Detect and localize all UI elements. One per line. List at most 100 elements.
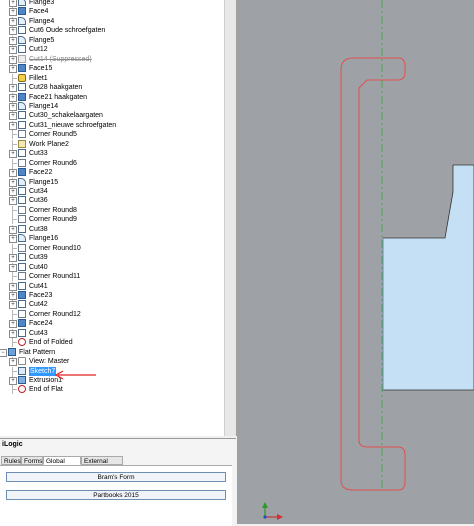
tree-line	[12, 243, 13, 253]
browser-node-label: Cut14 (Suppressed)	[29, 55, 92, 63]
expand-toggle-icon[interactable]: +	[9, 358, 17, 367]
model-browser-tree[interactable]: +Flange3+Face4+Flange4+Cut6 Oude schroef…	[0, 0, 237, 436]
flat-pattern-label: Flat Pattern	[19, 348, 56, 356]
cut-feature-icon	[18, 196, 26, 205]
expand-toggle-icon[interactable]: +	[9, 282, 17, 291]
tree-line	[13, 247, 17, 249]
tree-line	[12, 215, 13, 225]
tree-line	[13, 209, 17, 211]
expand-toggle-icon[interactable]: +	[9, 112, 17, 121]
expand-toggle-icon[interactable]: +	[9, 235, 17, 244]
expand-toggle-icon[interactable]: +	[9, 225, 17, 234]
browser-node-label: End of Flat	[29, 386, 63, 394]
expand-toggle-icon[interactable]: +	[9, 263, 17, 272]
flange-feature-icon	[18, 16, 26, 25]
expand-toggle-icon[interactable]: +	[9, 0, 17, 7]
corner-feature-icon	[18, 243, 26, 252]
browser-node-label: Corner Round6	[29, 159, 77, 167]
tree-line	[12, 130, 13, 140]
browser-node-label: Face21 haakgaten	[29, 93, 87, 101]
expand-toggle-icon[interactable]: +	[9, 377, 17, 385]
expand-toggle-icon[interactable]: +	[9, 65, 17, 74]
cut-feature-icon	[18, 149, 26, 158]
tree-line	[13, 342, 17, 344]
tab-global-forms[interactable]: Global Forms	[43, 456, 81, 474]
ilogic-title: iLogic	[2, 441, 23, 448]
tree-line	[13, 313, 17, 315]
browser-node-label: Cut30_schakelaargaten	[29, 112, 103, 120]
browser-node-label: Corner Round8	[29, 206, 77, 214]
sketch-profile	[340, 57, 406, 491]
expand-toggle-icon[interactable]: +	[9, 102, 17, 111]
cut-feature-icon	[18, 224, 26, 233]
browser-node-label: Cut33	[29, 150, 48, 158]
cut-feature-icon	[18, 187, 26, 195]
tree-line	[13, 370, 17, 372]
expand-toggle-icon[interactable]: +	[9, 329, 17, 338]
expand-toggle-icon[interactable]: +	[9, 84, 17, 93]
expand-toggle-icon[interactable]: +	[9, 301, 17, 310]
browser-node-label: Face22	[29, 169, 53, 177]
expand-toggle-icon[interactable]: +	[9, 169, 17, 178]
expand-toggle-icon[interactable]: +	[9, 254, 17, 263]
collapse-toggle-icon[interactable]: −	[0, 348, 7, 357]
cut-feature-icon	[18, 83, 26, 92]
face-feature-icon	[18, 64, 26, 73]
tab-forms[interactable]: Forms	[21, 456, 43, 465]
axis-triad-icon	[262, 502, 283, 520]
browser-node-label: Work Plane2	[29, 140, 69, 148]
browser-node-label: Flange16	[29, 235, 59, 243]
corner-feature-icon	[18, 205, 26, 214]
sketch-feature-icon	[18, 366, 26, 375]
expand-toggle-icon[interactable]: +	[9, 8, 17, 17]
tree-line	[13, 77, 17, 79]
face-feature-icon	[18, 7, 26, 16]
browser-node-label: End of Folded	[29, 339, 73, 347]
graphics-viewport[interactable]	[237, 0, 474, 524]
tree-line	[13, 276, 17, 278]
global-forms-panel: Bram's Form Partbooks 2015	[0, 465, 232, 526]
expand-toggle-icon[interactable]: +	[9, 55, 17, 64]
expand-toggle-icon[interactable]: +	[9, 93, 17, 102]
cut-feature-icon	[18, 262, 26, 271]
browser-node-label: Face15	[29, 65, 53, 73]
cut-feature-icon	[18, 328, 26, 337]
tree-line	[12, 73, 13, 83]
browser-node-label: Corner Round11	[29, 273, 81, 281]
browser-node-label: Corner Round12	[29, 310, 81, 318]
expand-toggle-icon[interactable]: +	[9, 291, 17, 300]
corner-feature-icon	[18, 158, 26, 167]
tab-external-rules[interactable]: External Rules	[81, 456, 123, 474]
expand-toggle-icon[interactable]: +	[9, 320, 17, 329]
browser-node-label: Face4	[29, 8, 49, 16]
expand-toggle-icon[interactable]: +	[9, 27, 17, 36]
expand-toggle-icon[interactable]: +	[9, 121, 17, 130]
browser-node-label: Sketch7	[29, 366, 57, 376]
corner-feature-icon	[18, 215, 26, 224]
expand-toggle-icon[interactable]: +	[9, 36, 17, 45]
cut-feature-icon	[18, 26, 26, 35]
tab-rules[interactable]: Rules	[1, 456, 21, 465]
tree-line	[12, 309, 13, 319]
expand-toggle-icon[interactable]: +	[9, 197, 17, 206]
flange-feature-icon	[18, 101, 26, 110]
brams-form-button[interactable]: Bram's Form	[6, 472, 226, 482]
expand-toggle-icon[interactable]: +	[9, 178, 17, 187]
browser-node-label: Cut42	[29, 301, 48, 309]
browser-node-label: Cut36	[29, 197, 48, 205]
flange-feature-icon	[18, 35, 26, 44]
tree-line	[13, 162, 17, 164]
flange-feature-icon	[18, 0, 26, 6]
browser-node-label: Cut28 haakgaten	[29, 84, 83, 92]
browser-node-label: Flange3	[29, 0, 55, 6]
expand-toggle-icon[interactable]: +	[9, 188, 17, 196]
expand-toggle-icon[interactable]: +	[9, 17, 17, 26]
face-feature-icon	[18, 319, 26, 328]
browser-scrollbar[interactable]	[224, 0, 236, 436]
corner-feature-icon	[18, 272, 26, 281]
partbooks-2015-button[interactable]: Partbooks 2015	[6, 490, 226, 500]
expand-toggle-icon[interactable]: +	[9, 150, 17, 159]
tree-line	[12, 366, 13, 376]
ilogic-panel: iLogic Rules Forms Global Forms External…	[0, 438, 236, 526]
expand-toggle-icon[interactable]: +	[9, 46, 17, 55]
